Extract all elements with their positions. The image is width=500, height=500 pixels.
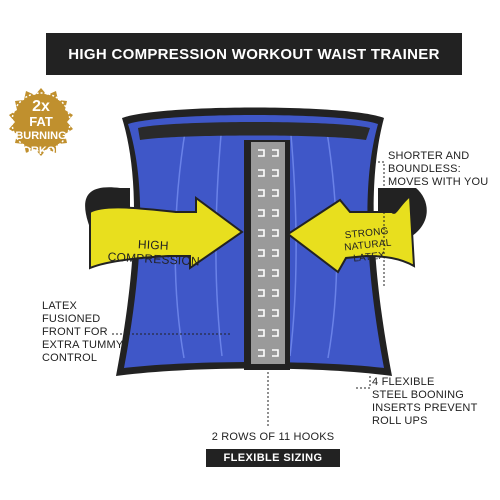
badge-text: 2x FAT BURNING WORKOUT: [4, 99, 78, 159]
badge-line-2: FAT: [29, 114, 53, 129]
strong-latex-label: STRONG NATURAL LATEX: [343, 225, 393, 265]
hooks: [258, 149, 279, 357]
high-compression-label: HIGH COMPRESSION: [107, 237, 201, 269]
badge-line-3: BURNING: [15, 130, 67, 142]
flexible-sizing-badge: FLEXIBLE SIZING: [206, 449, 340, 467]
fat-burning-badge: [9, 88, 73, 156]
badge-line-4: WORKOUT: [11, 145, 71, 157]
callout-shorter-boundless: SHORTER AND BOUNDLESS: MOVES WITH YOU: [388, 150, 489, 188]
callout-hooks: 2 ROWS OF 11 HOOKS: [211, 431, 335, 443]
compression-arrow-left: [89, 196, 244, 270]
flexible-sizing-text: FLEXIBLE SIZING: [223, 452, 323, 464]
badge-line-1: 2x: [32, 98, 50, 115]
callout-latex-front: LATEX FUSIONED FRONT FOR EXTRA TUMMY CON…: [42, 300, 124, 364]
callout-lines: [112, 161, 385, 428]
callout-steel-boning: 4 FLEXIBLE STEEL BOONING INSERTS PREVENT…: [372, 376, 478, 427]
page-title: HIGH COMPRESSION WORKOUT WAIST TRAINER: [46, 33, 462, 75]
page-title-text: HIGH COMPRESSION WORKOUT WAIST TRAINER: [68, 45, 440, 63]
trainer-body: [116, 107, 392, 376]
latex-arrow-right: [286, 193, 416, 274]
